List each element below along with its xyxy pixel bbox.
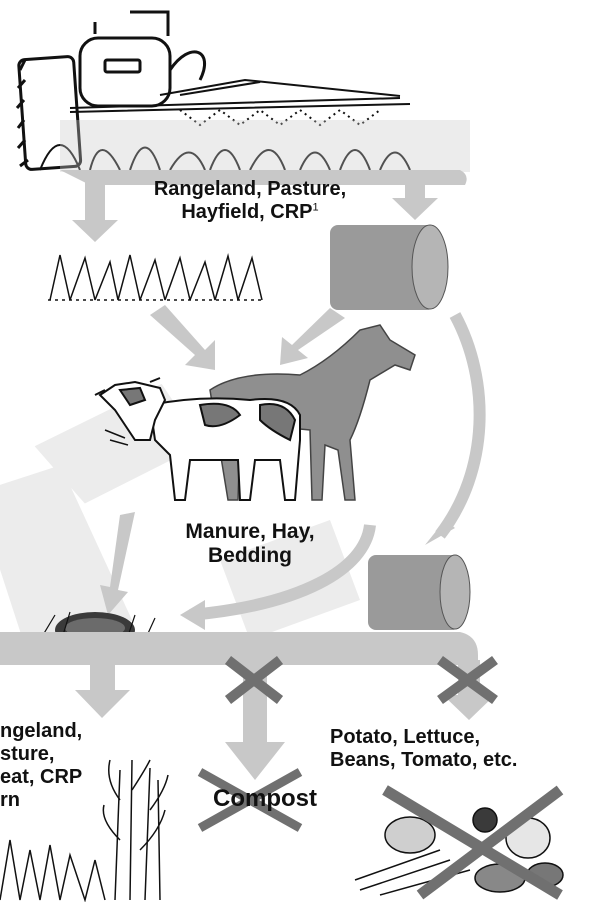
arrow-to-left-crops (75, 665, 130, 718)
arrow-hay-to-hay-bottom (440, 315, 480, 535)
middle-label-line2: Bedding (150, 544, 350, 568)
top-label-line1: Rangeland, Pasture, (105, 178, 395, 201)
top-land-use-label: Rangeland, Pasture, Hayfield, CRP1 (105, 178, 395, 224)
hay-bale-bottom (368, 555, 470, 630)
left-label-line1: ngeland, (0, 720, 130, 743)
right-label-line1: Potato, Lettuce, (330, 726, 600, 749)
left-label-line4: rn (0, 789, 130, 812)
hay-bale-top (330, 225, 448, 310)
compost-label: Compost (180, 785, 350, 813)
middle-label-line1: Manure, Hay, (150, 520, 350, 544)
left-land-use-label: ngeland, sture, eat, CRP rn (0, 720, 130, 812)
top-label-footnote: 1 (313, 201, 319, 213)
manure-hay-bedding-label: Manure, Hay, Bedding (150, 520, 350, 568)
right-label-line2: Beans, Tomato, etc. (330, 749, 600, 772)
vegetable-crops-label: Potato, Lettuce, Beans, Tomato, etc. (330, 726, 600, 772)
left-label-line2: sture, (0, 743, 130, 766)
grass-illustration (48, 255, 265, 300)
left-label-line3: eat, CRP (0, 766, 130, 789)
top-label-line2: Hayfield, CRP (181, 201, 312, 223)
flow-arrow-bottom (0, 632, 478, 665)
arrow-grass-to-animals (150, 305, 215, 370)
